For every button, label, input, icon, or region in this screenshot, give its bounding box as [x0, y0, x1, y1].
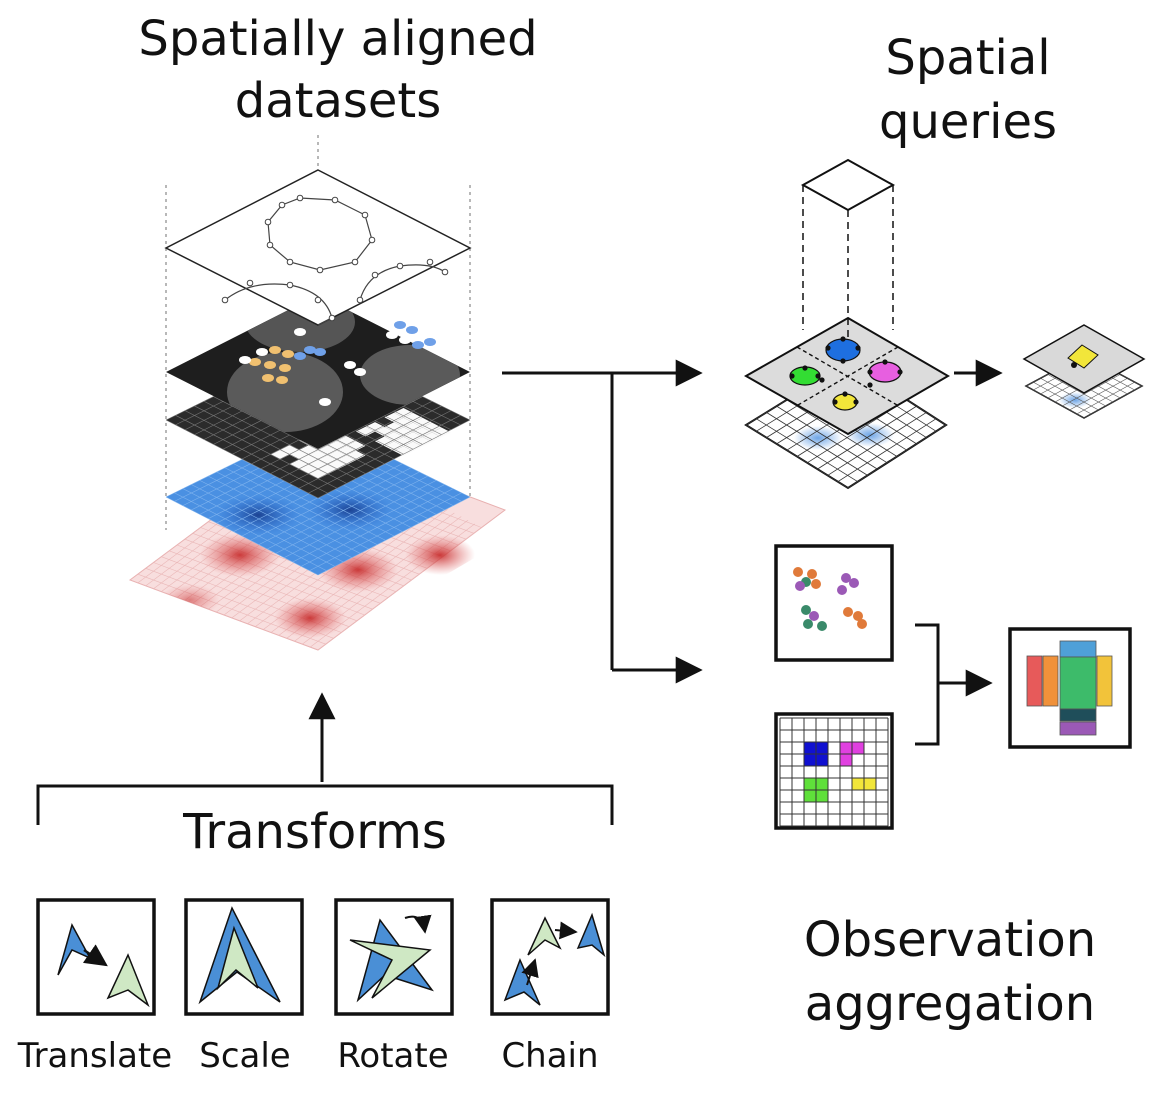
- aggregated-result: [1008, 627, 1132, 749]
- title-spatially-aligned-datasets: Spatially aligned datasets: [118, 8, 558, 132]
- layer-polygons: [164, 169, 472, 326]
- transform-label-scale: Scale: [199, 1036, 291, 1076]
- grid-panel: [774, 712, 894, 830]
- transform-label-rotate: Rotate: [337, 1036, 449, 1076]
- aggregation-bracket: [915, 623, 940, 746]
- transforms-bracket: [36, 784, 614, 825]
- title-line-2: datasets: [234, 73, 442, 129]
- points-panel: [774, 544, 894, 662]
- title-line-2: aggregation: [804, 976, 1096, 1032]
- chain-icon: [490, 898, 610, 1016]
- rotate-icon: [334, 898, 454, 1016]
- query-result: [1022, 324, 1146, 419]
- title-line-1: Observation: [803, 912, 1097, 968]
- scale-icon: [184, 898, 304, 1016]
- title-line-2: queries: [878, 94, 1058, 150]
- branch-arrows: [502, 359, 703, 684]
- title-line-1: Spatially aligned: [138, 11, 538, 67]
- title-observation-aggregation: Observation aggregation: [770, 908, 1130, 1036]
- translate-icon: [36, 898, 156, 1016]
- title-line-1: Spatial: [885, 30, 1051, 86]
- title-spatial-queries: Spatial queries: [848, 26, 1088, 154]
- transform-label-chain: Chain: [501, 1036, 599, 1076]
- transform-label-translate: Translate: [17, 1036, 173, 1076]
- spatial-query-diagram: [743, 158, 950, 490]
- layer-stack: [128, 135, 507, 651]
- title-transforms: Transforms: [183, 804, 447, 860]
